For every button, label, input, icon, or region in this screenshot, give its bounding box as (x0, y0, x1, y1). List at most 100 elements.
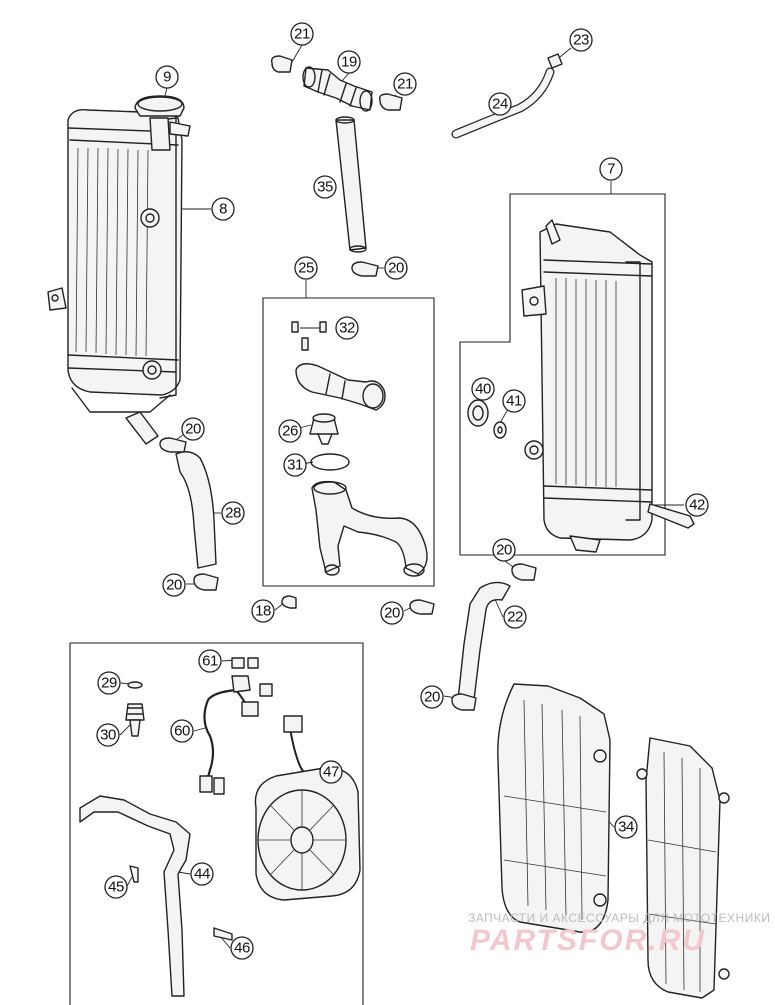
callout-label: 20 (185, 421, 201, 438)
callout-22: 22 (503, 605, 527, 629)
callout-8: 8 (211, 197, 235, 221)
callout-label: 46 (234, 940, 250, 957)
clamp-20-left-upper (159, 437, 187, 453)
callout-label: 20 (166, 577, 182, 594)
clamp-20-center (409, 599, 435, 615)
callout-label: 31 (287, 457, 303, 474)
callout-20-left-lower: 20 (162, 573, 186, 597)
callout-20-right-upper: 20 (492, 538, 516, 562)
vent-hose (451, 53, 563, 139)
wiring-harness-60 (199, 675, 273, 795)
callout-45: 45 (104, 875, 128, 899)
callout-7: 7 (599, 157, 623, 181)
callouts: 9 8 21 19 21 23 24 35 20 7 25 32 40 41 2… (96, 22, 709, 960)
clamp-20-top (351, 261, 379, 277)
callout-60: 60 (170, 719, 194, 743)
screw-45 (129, 865, 139, 883)
callout-label: 32 (339, 320, 355, 337)
callout-42: 42 (685, 493, 709, 517)
watermark-tagline: ЗАПЧАСТИ И АКСЕССУАРЫ ДЛЯ МОТОТЕХНИКИ (468, 911, 770, 925)
callout-label: 29 (101, 675, 117, 692)
callout-label: 20 (496, 542, 512, 559)
callout-label: 40 (475, 381, 491, 398)
callout-label: 20 (388, 260, 404, 277)
thermostat-housing-group (291, 321, 428, 577)
callout-9: 9 (155, 65, 179, 89)
callout-label: 61 (202, 653, 218, 670)
callout-label: 20 (424, 689, 440, 706)
callout-label: 45 (108, 879, 124, 896)
callout-32: 32 (335, 316, 359, 340)
callout-label: 26 (282, 423, 298, 440)
watermark-brand: PARTSFOR.RU (470, 924, 706, 957)
callout-label: 23 (573, 32, 589, 49)
callout-label: 24 (492, 96, 508, 113)
callout-40: 40 (471, 377, 495, 401)
callout-20-top: 20 (384, 256, 408, 280)
screw-42 (647, 503, 695, 529)
callout-label: 19 (341, 54, 357, 71)
clamp-20-right-upper (511, 563, 537, 581)
vertical-hose (335, 116, 367, 253)
callout-30: 30 (96, 723, 120, 747)
left-radiator (47, 95, 191, 445)
callout-label: 25 (298, 260, 314, 277)
callout-label: 47 (323, 764, 339, 781)
callout-label: 21 (397, 76, 413, 93)
callout-label: 60 (174, 723, 190, 740)
callout-31: 31 (283, 453, 307, 477)
upper-hose-assembly (270, 55, 403, 112)
callout-20-right-lower: 20 (420, 685, 444, 709)
callout-label: 30 (100, 727, 116, 744)
temperature-switch-30 (125, 703, 145, 737)
callout-23: 23 (569, 28, 593, 52)
callout-label: 44 (194, 866, 210, 883)
callout-label: 21 (294, 26, 310, 43)
grommet-40 (467, 399, 489, 427)
radiator-guard-34 (497, 683, 730, 999)
clamp-20-right-lower (451, 693, 477, 711)
callout-label: 41 (506, 393, 522, 410)
callout-25: 25 (294, 256, 318, 280)
callout-label: 35 (317, 179, 333, 196)
callout-label: 8 (219, 201, 227, 218)
washer-41 (493, 421, 507, 439)
callout-46: 46 (230, 936, 254, 960)
callout-61: 61 (198, 649, 222, 673)
right-radiator (521, 219, 653, 553)
right-radiator-group-frame (459, 193, 666, 556)
screw-46 (213, 927, 233, 941)
fan-kit-group-frame (69, 642, 364, 1005)
callout-18: 18 (251, 599, 275, 623)
callout-47: 47 (319, 760, 343, 784)
seal-ring-29 (127, 681, 143, 689)
callout-20-left-upper: 20 (181, 417, 205, 441)
fan-bracket-44 (79, 795, 191, 997)
callout-label: 20 (384, 605, 400, 622)
callout-34: 34 (614, 815, 638, 839)
right-lower-hose (457, 581, 511, 701)
callout-29: 29 (97, 671, 121, 695)
clamp-20-left-lower (193, 573, 219, 591)
callout-label: 28 (225, 505, 241, 522)
callout-35: 35 (313, 175, 337, 199)
callout-label: 34 (618, 819, 634, 836)
callout-41: 41 (502, 389, 526, 413)
callout-26: 26 (278, 419, 302, 443)
callout-24: 24 (488, 92, 512, 116)
callout-label: 42 (689, 497, 705, 514)
clamp-18 (281, 595, 297, 609)
fuse-61 (231, 657, 259, 669)
callout-label: 9 (163, 69, 171, 86)
callout-label: 22 (507, 609, 523, 626)
callout-label: 7 (607, 161, 615, 178)
radiator-fan-47 (254, 715, 361, 901)
callout-28: 28 (221, 501, 245, 525)
watermark: ЗАПЧАСТИ И АКСЕССУАРЫ ДЛЯ МОТОТЕХНИКИ PA… (468, 911, 770, 957)
callout-label: 18 (255, 603, 271, 620)
callout-19: 19 (337, 50, 361, 74)
left-lower-hose (175, 451, 217, 569)
callout-21-right: 21 (393, 72, 417, 96)
